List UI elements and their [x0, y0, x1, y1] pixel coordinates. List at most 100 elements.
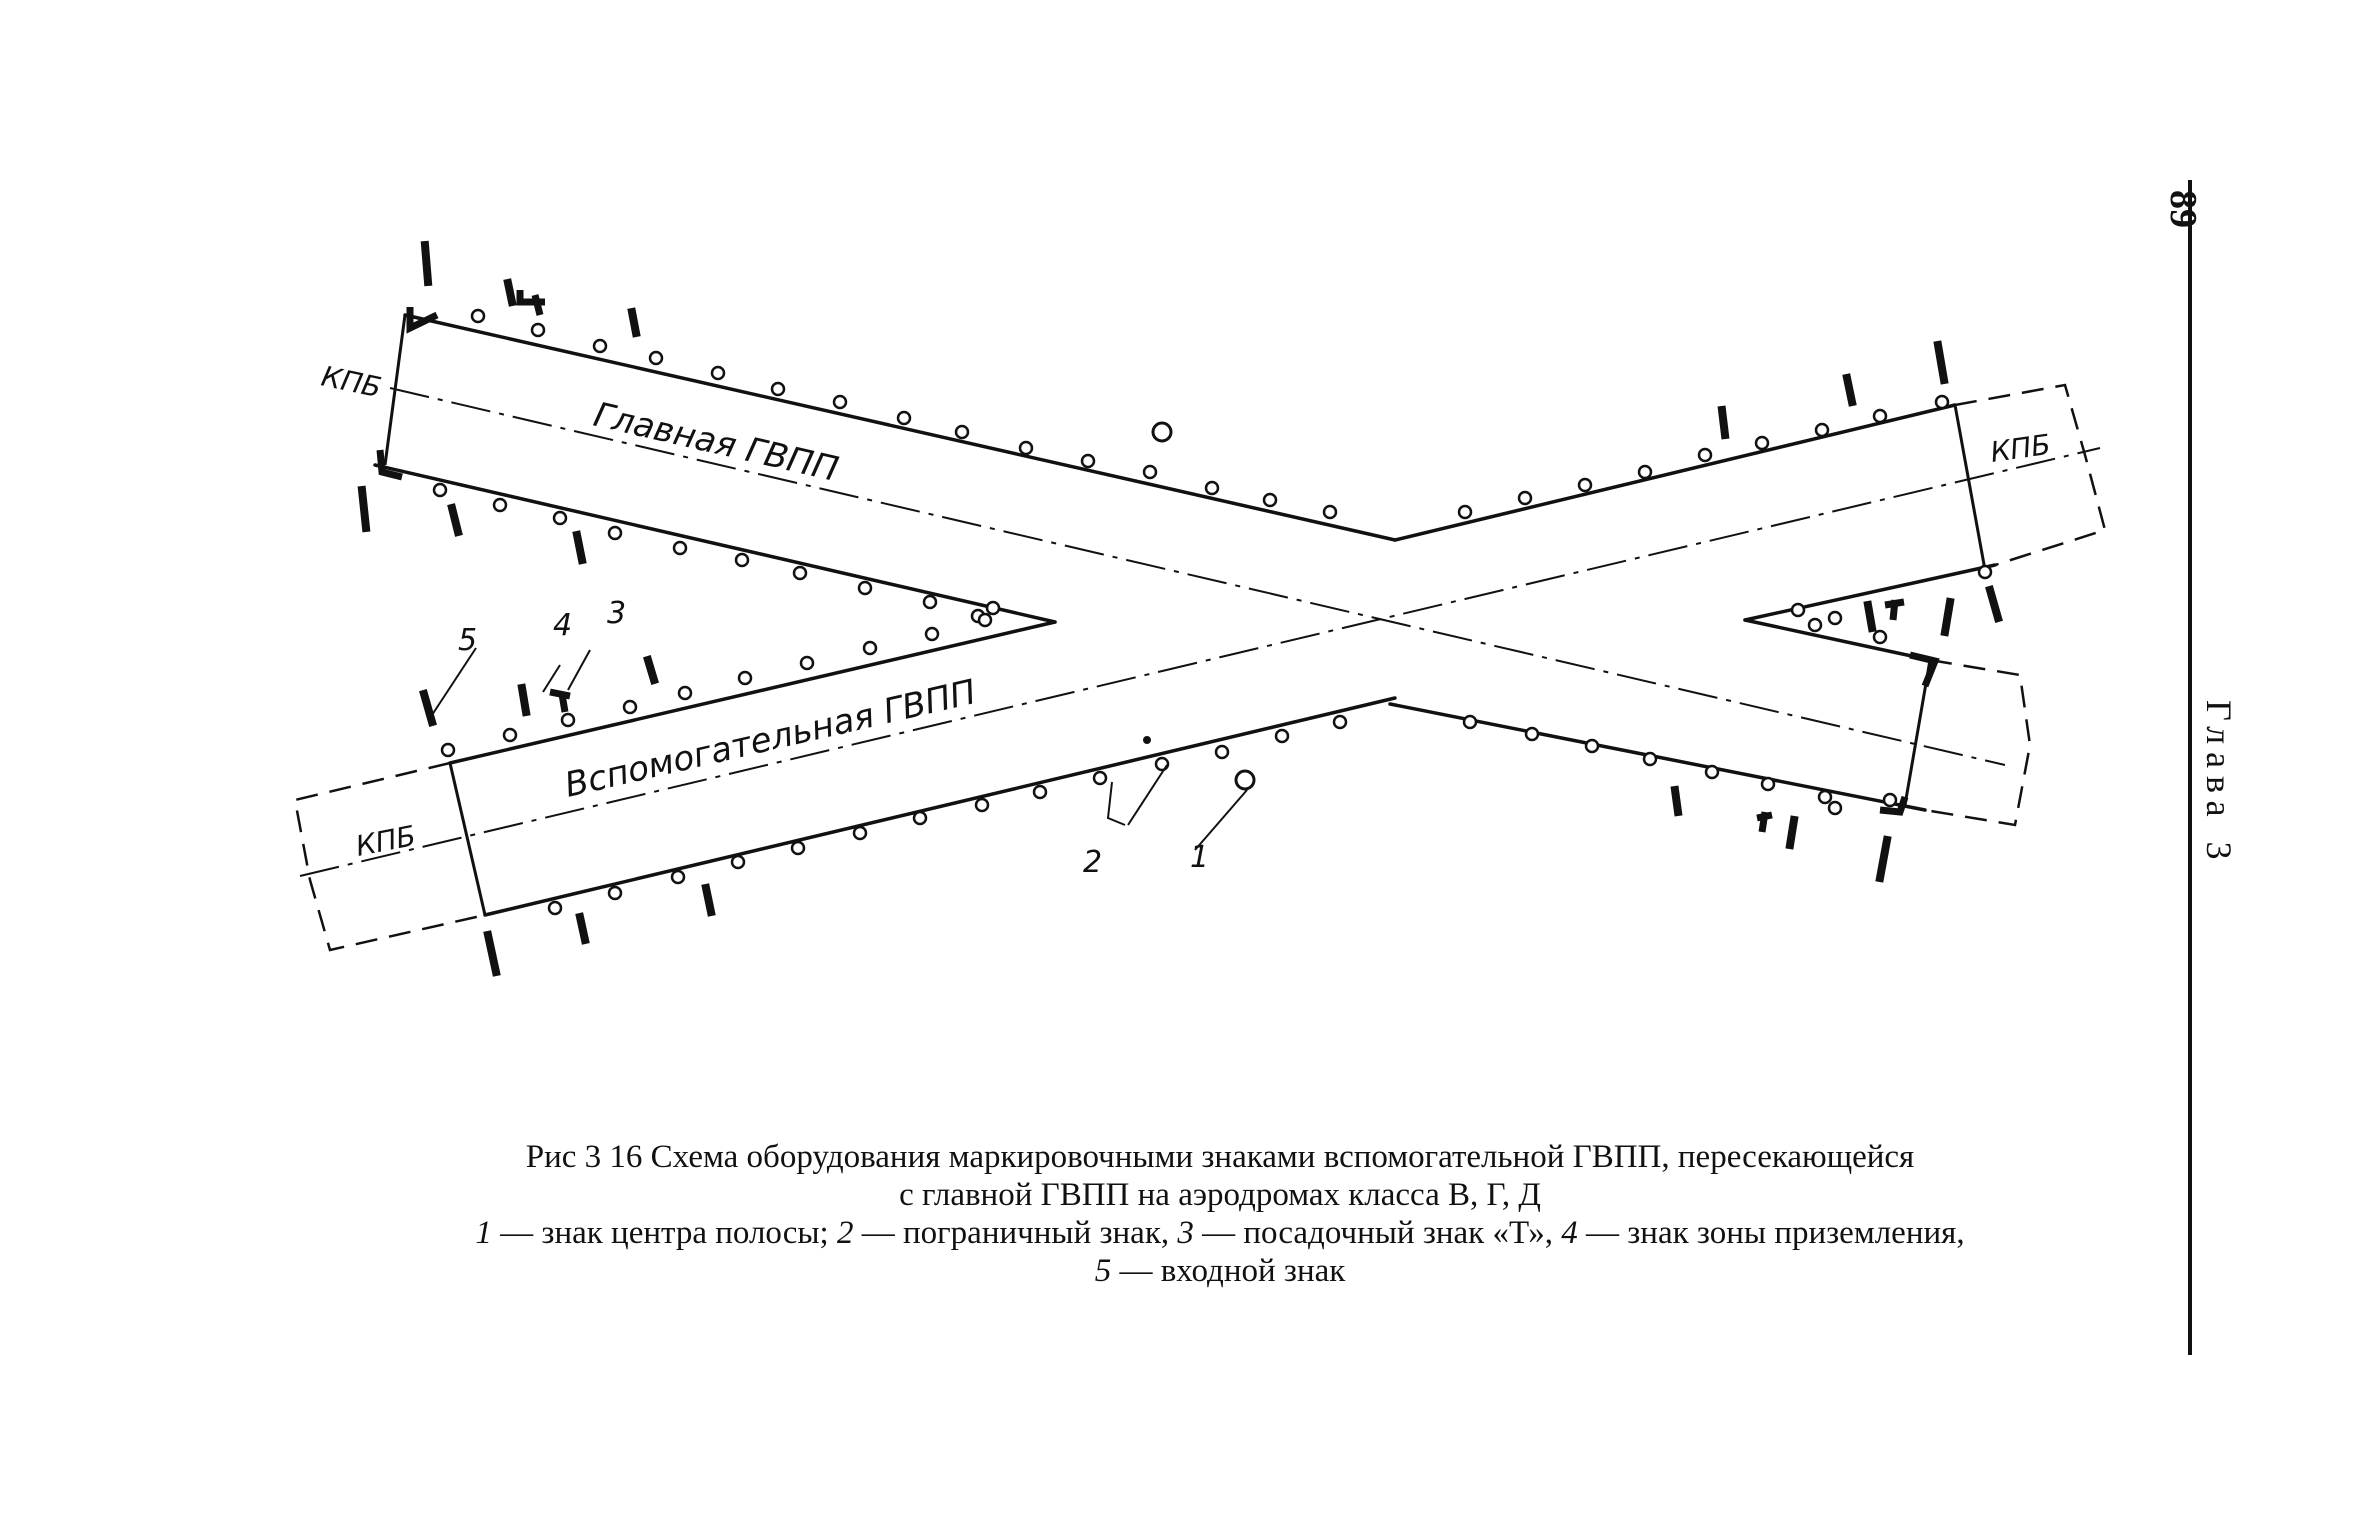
- boundary-marker: [734, 552, 750, 568]
- boundary-marker: [1262, 492, 1278, 508]
- touchdown-and-entry-signs: [357, 240, 2003, 977]
- boundary-marker: [792, 565, 808, 581]
- boundary-marker: [1760, 776, 1776, 792]
- boundary-marker: [1457, 504, 1473, 520]
- boundary-marker: [1827, 610, 1843, 626]
- caption-line-1: Рис 3 16 Схема оборудования маркировочны…: [525, 1139, 1915, 1175]
- legend-num-2: 2: [836, 1215, 854, 1251]
- marker-bar: [503, 278, 517, 307]
- legend-text-3: — посадочный знак «Т»,: [1193, 1215, 1562, 1251]
- boundary-marker: [1274, 728, 1290, 744]
- boundary-marker: [799, 655, 815, 671]
- marker-bar: [1670, 785, 1683, 817]
- callout-4: 4: [553, 608, 572, 643]
- boundary-marker: [1462, 714, 1478, 730]
- boundary-marker: [1872, 629, 1888, 645]
- aux-runway-label: Вспомогательная ГВПП: [561, 672, 980, 806]
- caption-legend-line-a: 1 — знак центра полосы; 2 — пограничный …: [300, 1214, 2140, 1252]
- callout-leaders: [431, 647, 1248, 851]
- boundary-marker: [974, 797, 990, 813]
- marker-bar: [447, 503, 463, 537]
- boundary-marker: [1517, 490, 1533, 506]
- legend-text-1: — знак центра полосы;: [491, 1215, 837, 1251]
- boundary-marker: [547, 900, 563, 916]
- chapter-heading: Глава 3: [2199, 700, 2239, 868]
- boundary-marker: [677, 685, 693, 701]
- boundary-marker: [832, 394, 848, 410]
- marker-bar: [420, 240, 433, 287]
- landing-t-signs: [516, 290, 1905, 833]
- boundary-marker: [710, 365, 726, 381]
- boundary-marker: [852, 825, 868, 841]
- boundary-marker: [560, 712, 576, 728]
- marker-bar: [517, 683, 531, 717]
- boundary-marker: [924, 626, 940, 642]
- boundary-marker: [922, 594, 938, 610]
- legend-text-4: — знак зоны приземления,: [1577, 1215, 1965, 1251]
- boundary-marker: [737, 670, 753, 686]
- boundary-marker: [1032, 784, 1048, 800]
- boundary-marker: [1817, 789, 1833, 805]
- boundary-marker: [790, 840, 806, 856]
- boundary-marker: [862, 640, 878, 656]
- marker-bar: [1933, 340, 1949, 385]
- marker-bar: [1940, 597, 1955, 637]
- boundary-marker: [1577, 477, 1593, 493]
- boundary-marker: [985, 600, 1001, 616]
- marker-bar: [1875, 835, 1892, 883]
- boundary-marker: [896, 410, 912, 426]
- boundary-marker: [607, 885, 623, 901]
- threshold-corner-brackets: [376, 307, 1940, 816]
- runway-center-signs: [1143, 421, 1256, 791]
- boundary-marker: [1322, 504, 1338, 520]
- boundary-marker: [440, 742, 456, 758]
- boundary-marker: [1204, 480, 1220, 496]
- boundary-marker: [977, 612, 993, 628]
- marker-bar: [1785, 815, 1799, 850]
- marker-bar: [419, 689, 437, 727]
- margin-rule: [2188, 180, 2192, 1355]
- page-number: 89: [2162, 190, 2204, 228]
- kpb-label-right: КПБ: [1988, 428, 2052, 469]
- figure-caption: Рис 3 16 Схема оборудования маркировочны…: [300, 1138, 2140, 1290]
- boundary-marker: [1092, 770, 1108, 786]
- marker-bar: [643, 655, 659, 685]
- marker-bar: [357, 485, 371, 533]
- aux-runway-outline: [448, 563, 1997, 917]
- boundary-marker: [1814, 422, 1830, 438]
- marker-bar: [483, 930, 501, 977]
- boundary-marker: [592, 338, 608, 354]
- kpb-strips: [293, 383, 2107, 952]
- callout-3: 3: [607, 596, 626, 631]
- main-runway-outline: [373, 313, 1957, 812]
- boundary-marker: [1332, 714, 1348, 730]
- boundary-marker: [648, 350, 664, 366]
- boundary-marker: [912, 810, 928, 826]
- boundary-marker: [730, 854, 746, 870]
- runway-intersection-diagram: КПБ КПБ КПБ Главная ГВПП Вспомогательная…: [293, 240, 2107, 977]
- boundary-marker: [1827, 800, 1843, 816]
- boundary-marker: [1790, 602, 1806, 618]
- callout-1: 1: [1190, 840, 1209, 875]
- boundary-marker: [1214, 744, 1230, 760]
- boundary-marker: [672, 540, 688, 556]
- boundary-marker: [770, 381, 786, 397]
- marker-bar: [1842, 373, 1857, 407]
- caption-legend-line-b: 5 — входной знак: [300, 1252, 2140, 1290]
- boundary-marker: [1882, 792, 1898, 808]
- boundary-marker: [470, 308, 486, 324]
- kpb-label-bottom-left: КПБ: [353, 819, 418, 863]
- boundary-marker: [670, 869, 686, 885]
- callout-5: 5: [458, 623, 477, 658]
- marker-bar: [575, 912, 590, 945]
- legend-text-2: — пограничный знак,: [853, 1215, 1178, 1251]
- boundary-marker: [1872, 408, 1888, 424]
- kpb-label-top-left: КПБ: [319, 360, 385, 405]
- marker-bar: [572, 530, 587, 565]
- boundary-marker: [1524, 726, 1540, 742]
- marker-bar: [701, 883, 716, 917]
- marker-bar: [1863, 600, 1877, 633]
- boundary-marker: [1704, 764, 1720, 780]
- boundary-marker: [432, 482, 448, 498]
